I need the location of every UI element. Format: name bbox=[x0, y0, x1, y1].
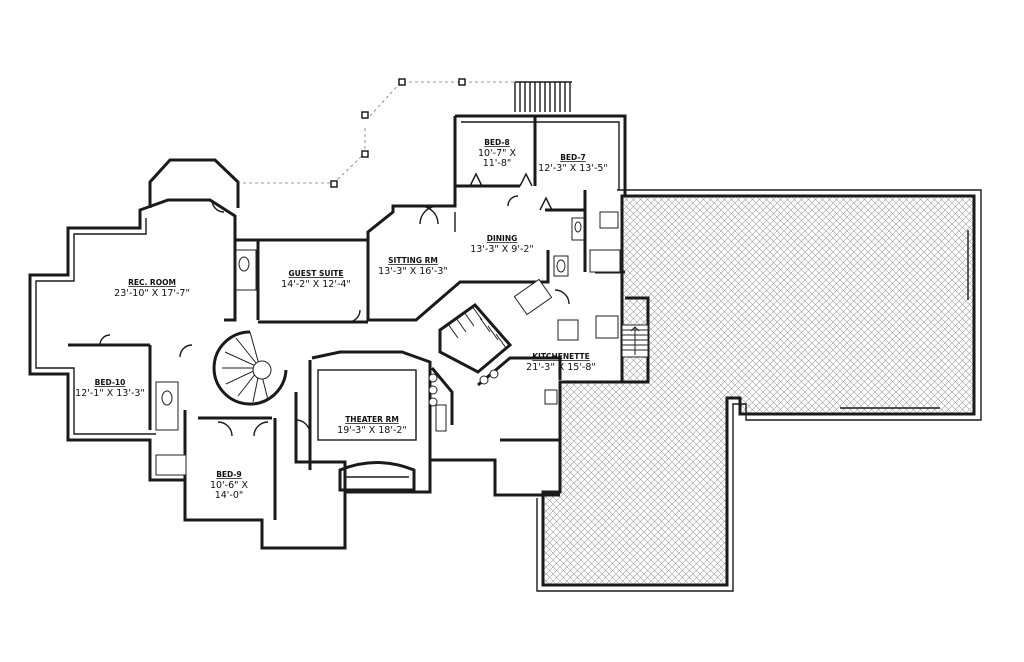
svg-text:13'-3" X 16'-3": 13'-3" X 16'-3" bbox=[378, 266, 448, 277]
svg-text:19'-3" X 18'-2": 19'-3" X 18'-2" bbox=[337, 425, 407, 436]
svg-text:11'-8": 11'-8" bbox=[483, 158, 512, 169]
main-stair bbox=[438, 302, 513, 374]
room-label-bed-9: BED-9 10'-6" X 14'-0" bbox=[210, 470, 249, 501]
svg-text:THEATER RM: THEATER RM bbox=[345, 415, 399, 424]
side-stair bbox=[621, 324, 649, 358]
svg-text:13'-3" X 9'-2": 13'-3" X 9'-2" bbox=[470, 244, 534, 255]
svg-text:SITTING RM: SITTING RM bbox=[388, 256, 438, 265]
room-label-bed-7: BED-7 12'-3" X 13'-5" bbox=[538, 153, 608, 174]
theater-platform bbox=[317, 369, 417, 492]
svg-text:14'-2" X 12'-4": 14'-2" X 12'-4" bbox=[281, 279, 351, 290]
svg-text:KITCHENETTE: KITCHENETTE bbox=[532, 352, 590, 361]
svg-text:DINING: DINING bbox=[487, 234, 518, 243]
interior-walls bbox=[68, 116, 625, 520]
door-swings bbox=[99, 195, 570, 437]
svg-text:14'-0": 14'-0" bbox=[215, 490, 244, 501]
svg-text:BED-8: BED-8 bbox=[484, 138, 510, 147]
room-label-rec-room: REC. ROOM 23'-10" X 17'-7" bbox=[114, 278, 190, 299]
svg-text:10'-6" X: 10'-6" X bbox=[210, 480, 249, 491]
room-label-kitchenette: KITCHENETTE 21'-3" X 15'-8" bbox=[526, 352, 596, 373]
svg-text:21'-3" X 15'-8": 21'-3" X 15'-8" bbox=[526, 362, 596, 373]
svg-text:10'-7" X: 10'-7" X bbox=[478, 148, 517, 159]
room-label-guest-suite: GUEST SUITE 14'-2" X 12'-4" bbox=[281, 269, 351, 290]
room-label-dining: DINING 13'-3" X 9'-2" bbox=[470, 234, 534, 255]
deck-outline bbox=[240, 78, 572, 188]
svg-text:REC. ROOM: REC. ROOM bbox=[128, 278, 176, 287]
room-label-bed-10: BED-10 12'-1" X 13'-3" bbox=[75, 378, 145, 399]
spiral-stair bbox=[212, 330, 288, 406]
svg-text:BED-7: BED-7 bbox=[560, 153, 586, 162]
room-label-bed-8: BED-8 10'-7" X 11'-8" bbox=[478, 138, 517, 169]
svg-text:12'-3" X 13'-5": 12'-3" X 13'-5" bbox=[538, 163, 608, 174]
fixtures bbox=[155, 172, 621, 476]
svg-text:23'-10" X 17'-7": 23'-10" X 17'-7" bbox=[114, 288, 190, 299]
svg-text:GUEST SUITE: GUEST SUITE bbox=[288, 269, 343, 278]
svg-text:BED-9: BED-9 bbox=[216, 470, 242, 479]
room-label-sitting-rm: SITTING RM 13'-3" X 16'-3" bbox=[378, 256, 448, 277]
svg-text:12'-1" X 13'-3": 12'-1" X 13'-3" bbox=[75, 388, 145, 399]
svg-text:BED-10: BED-10 bbox=[95, 378, 126, 387]
room-label-theater-rm: THEATER RM 19'-3" X 18'-2" bbox=[337, 415, 407, 436]
